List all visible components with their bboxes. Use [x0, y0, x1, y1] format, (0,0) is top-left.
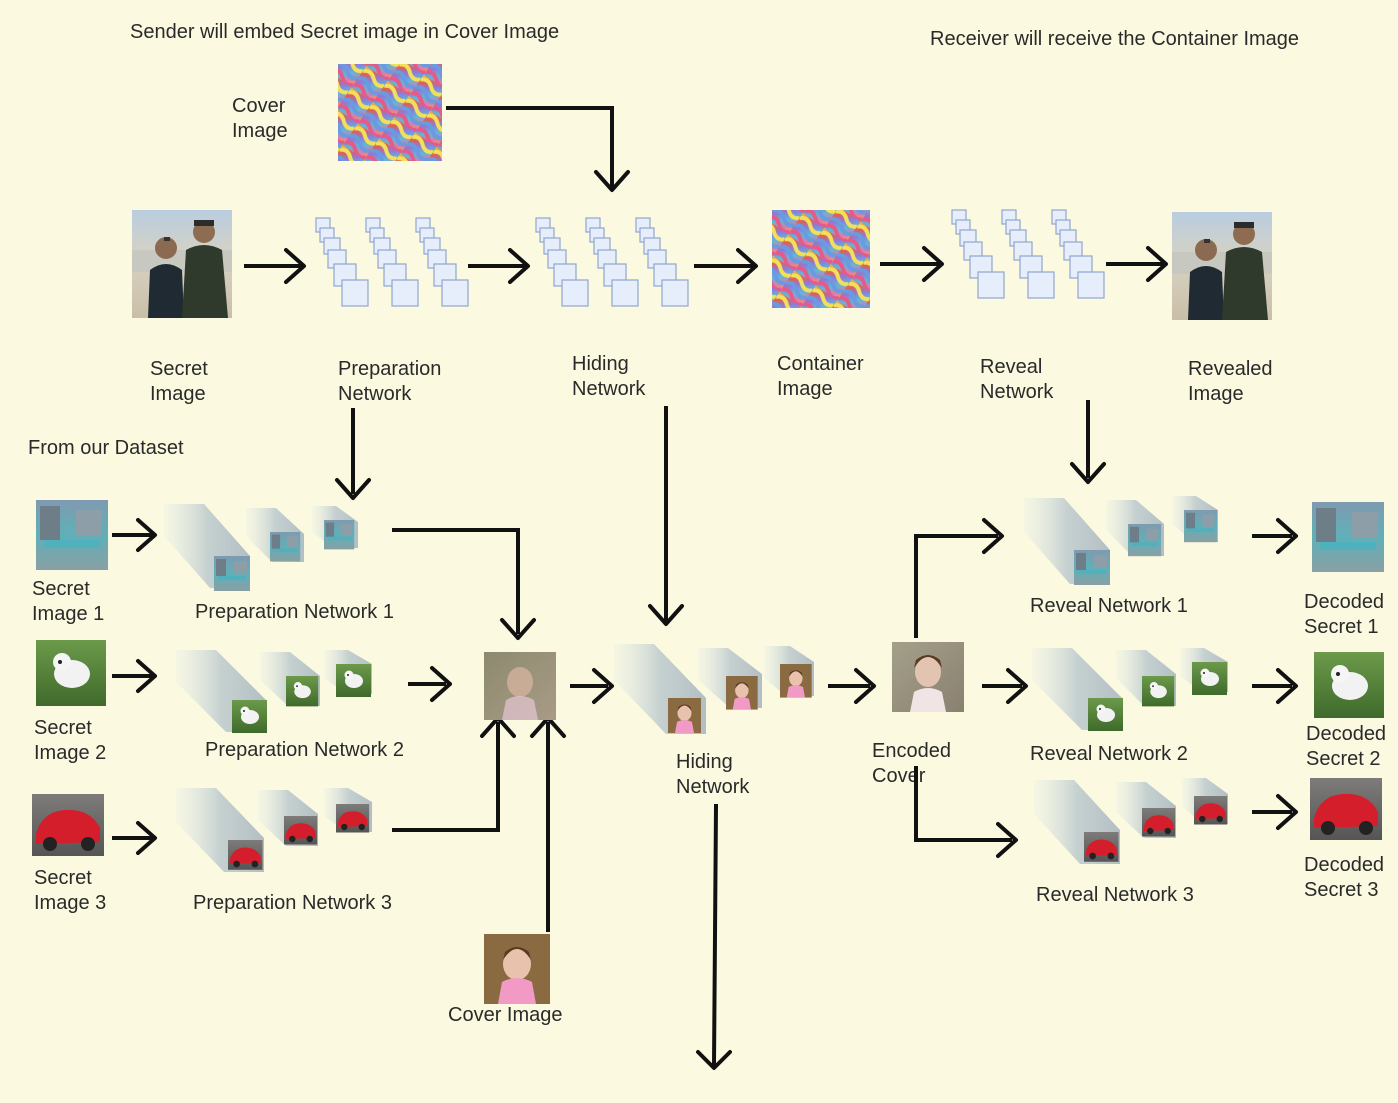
reveal-network-1-layers: [1024, 496, 1218, 585]
bottom-hiding-label-2: Network: [676, 776, 750, 798]
secret-image-label-1: Secret: [150, 358, 208, 380]
prep-network-1-label: Preparation Network 1: [195, 601, 394, 623]
reveal-network-2-layers: [1032, 648, 1228, 731]
decoded-secret-1-thumb: [1312, 502, 1384, 572]
decoded-1-label-2: Secret 1: [1304, 616, 1378, 638]
reveal-network-2-label: Reveal Network 2: [1030, 743, 1188, 765]
container-image-label-1: Container: [777, 353, 864, 375]
receiver-header: Receiver will receive the Container Imag…: [930, 28, 1299, 50]
container-image-label-2: Image: [777, 378, 833, 400]
hiding-network-label-2: Network: [572, 378, 646, 400]
reveal-network-label-1: Reveal: [980, 356, 1042, 378]
decoded-3-label-1: Decoded: [1304, 854, 1384, 876]
sender-header: Sender will embed Secret image in Cover …: [130, 21, 559, 43]
reveal-network-1-label: Reveal Network 1: [1030, 595, 1188, 617]
mixed-input-image: [484, 652, 556, 720]
bottom-hiding-label-1: Hiding: [676, 751, 733, 773]
secret-1-label-2: Image 1: [32, 603, 104, 625]
top-cover-label-1: Cover: [232, 95, 286, 117]
prep-network-label-2: Network: [338, 383, 412, 405]
reveal-network-label-2: Network: [980, 381, 1054, 403]
prep-network-label-1: Preparation: [338, 358, 441, 380]
secret-image-1-thumb: [36, 500, 108, 570]
preparation-network-cubes: [315, 217, 469, 307]
top-cover-image: [338, 64, 442, 161]
bottom-cover-image: [484, 934, 550, 1004]
arrow-cover-to-hiding: [446, 106, 614, 188]
encoded-cover-image: [892, 642, 964, 712]
encoded-cover-label-2: Cover: [872, 765, 926, 787]
prep-network-3-label: Preparation Network 3: [193, 892, 392, 914]
secret-2-label-1: Secret: [34, 717, 92, 739]
secret-2-label-2: Image 2: [34, 742, 106, 764]
prep-network-2-layers: [176, 650, 372, 733]
reveal-network-cubes: [951, 209, 1105, 299]
top-cover-label-2: Image: [232, 120, 288, 142]
secret-image-2-thumb: [36, 640, 106, 706]
decoded-secret-2-thumb: [1314, 652, 1384, 718]
revealed-image-label-2: Image: [1188, 383, 1244, 405]
secret-3-label-2: Image 3: [34, 892, 106, 914]
decoded-2-label-1: Decoded: [1306, 723, 1386, 745]
bottom-cover-label: Cover Image: [448, 1004, 563, 1026]
dataset-label: From our Dataset: [28, 437, 184, 459]
decoded-secret-3-thumb: [1310, 778, 1382, 840]
reveal-network-3-layers: [1034, 778, 1228, 864]
prep-network-3-layers: [176, 788, 372, 872]
decoded-1-label-1: Decoded: [1304, 591, 1384, 613]
container-image: [772, 210, 870, 308]
secret-1-label-1: Secret: [32, 578, 90, 600]
revealed-image-photo: [1172, 212, 1272, 320]
secret-image-3-thumb: [32, 794, 104, 856]
prep-network-2-label: Preparation Network 2: [205, 739, 404, 761]
secret-image-photo: [132, 210, 232, 318]
revealed-image-label-1: Revealed: [1188, 358, 1273, 380]
secret-image-label-2: Image: [150, 383, 206, 405]
prep-network-1-layers: [164, 504, 358, 591]
decoded-3-label-2: Secret 3: [1304, 879, 1378, 901]
secret-3-label-1: Secret: [34, 867, 92, 889]
hiding-network-cubes: [535, 217, 689, 307]
encoded-cover-label-1: Encoded: [872, 740, 951, 762]
hiding-network-label-1: Hiding: [572, 353, 629, 375]
hiding-network-layers: [614, 644, 814, 734]
reveal-network-3-label: Reveal Network 3: [1036, 884, 1194, 906]
decoded-2-label-2: Secret 2: [1306, 748, 1380, 770]
